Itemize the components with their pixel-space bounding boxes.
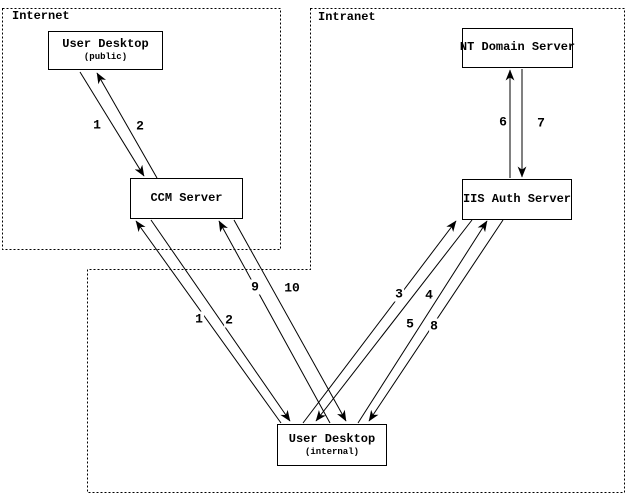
node-title: CCM Server <box>150 190 223 205</box>
edge-ccm-to-public-desktop <box>96 72 158 179</box>
intranet-zone-boundary <box>87 8 625 493</box>
internet-zone-boundary <box>2 8 281 250</box>
intranet-zone-label: Intranet <box>318 10 376 24</box>
node-title: User Desktop <box>62 37 149 52</box>
edge-internal-desktop-to-ccm-authed <box>218 220 331 424</box>
edge-label-internal-to-ccm: 1 <box>194 311 204 327</box>
node-ccm-server: CCM Server <box>130 178 243 219</box>
edge-internal-desktop-to-iis-credentials <box>357 220 488 424</box>
edge-label-ccm-to-internal: 2 <box>224 312 234 328</box>
edge-label-internal-to-iis-credentials: 5 <box>405 316 415 332</box>
node-user-desktop-internal: User Desktop (internal) <box>277 424 387 466</box>
edge-internal-desktop-to-iis-request <box>302 220 457 424</box>
edge-label-public-to-ccm: 1 <box>92 117 102 133</box>
node-title: NT Domain Server <box>459 40 576 55</box>
node-subtitle: (internal) <box>304 446 359 457</box>
edge-ccm-to-internal-desktop <box>150 219 291 422</box>
edge-label-iis-to-internal-token: 8 <box>429 318 439 334</box>
internet-zone-label: Internet <box>12 9 70 23</box>
edge-label-internal-to-iis-request: 3 <box>394 286 404 302</box>
node-title: IIS Auth Server <box>462 191 572 206</box>
edge-iis-to-internal-desktop-reply <box>315 219 473 422</box>
node-nt-domain-server: NT Domain Server <box>459 28 576 68</box>
node-title: User Desktop <box>288 431 376 446</box>
edge-label-ccm-to-public: 2 <box>135 118 145 134</box>
edge-public-desktop-to-ccm <box>79 71 145 177</box>
node-subtitle: (public) <box>83 52 128 63</box>
edge-label-iis-to-internal-reply: 4 <box>424 287 434 303</box>
edge-ccm-to-internal-desktop-authed <box>233 219 347 422</box>
edge-label-iis-to-nt: 6 <box>498 114 508 130</box>
edge-label-ccm-to-internal-authed: 10 <box>283 280 301 296</box>
edge-internal-desktop-to-ccm <box>135 220 282 424</box>
node-iis-auth-server: IIS Auth Server <box>462 179 572 220</box>
edge-label-internal-to-ccm-authed: 9 <box>250 279 260 295</box>
node-user-desktop-public: User Desktop (public) <box>48 31 163 70</box>
edge-label-nt-to-iis: 7 <box>536 115 546 131</box>
